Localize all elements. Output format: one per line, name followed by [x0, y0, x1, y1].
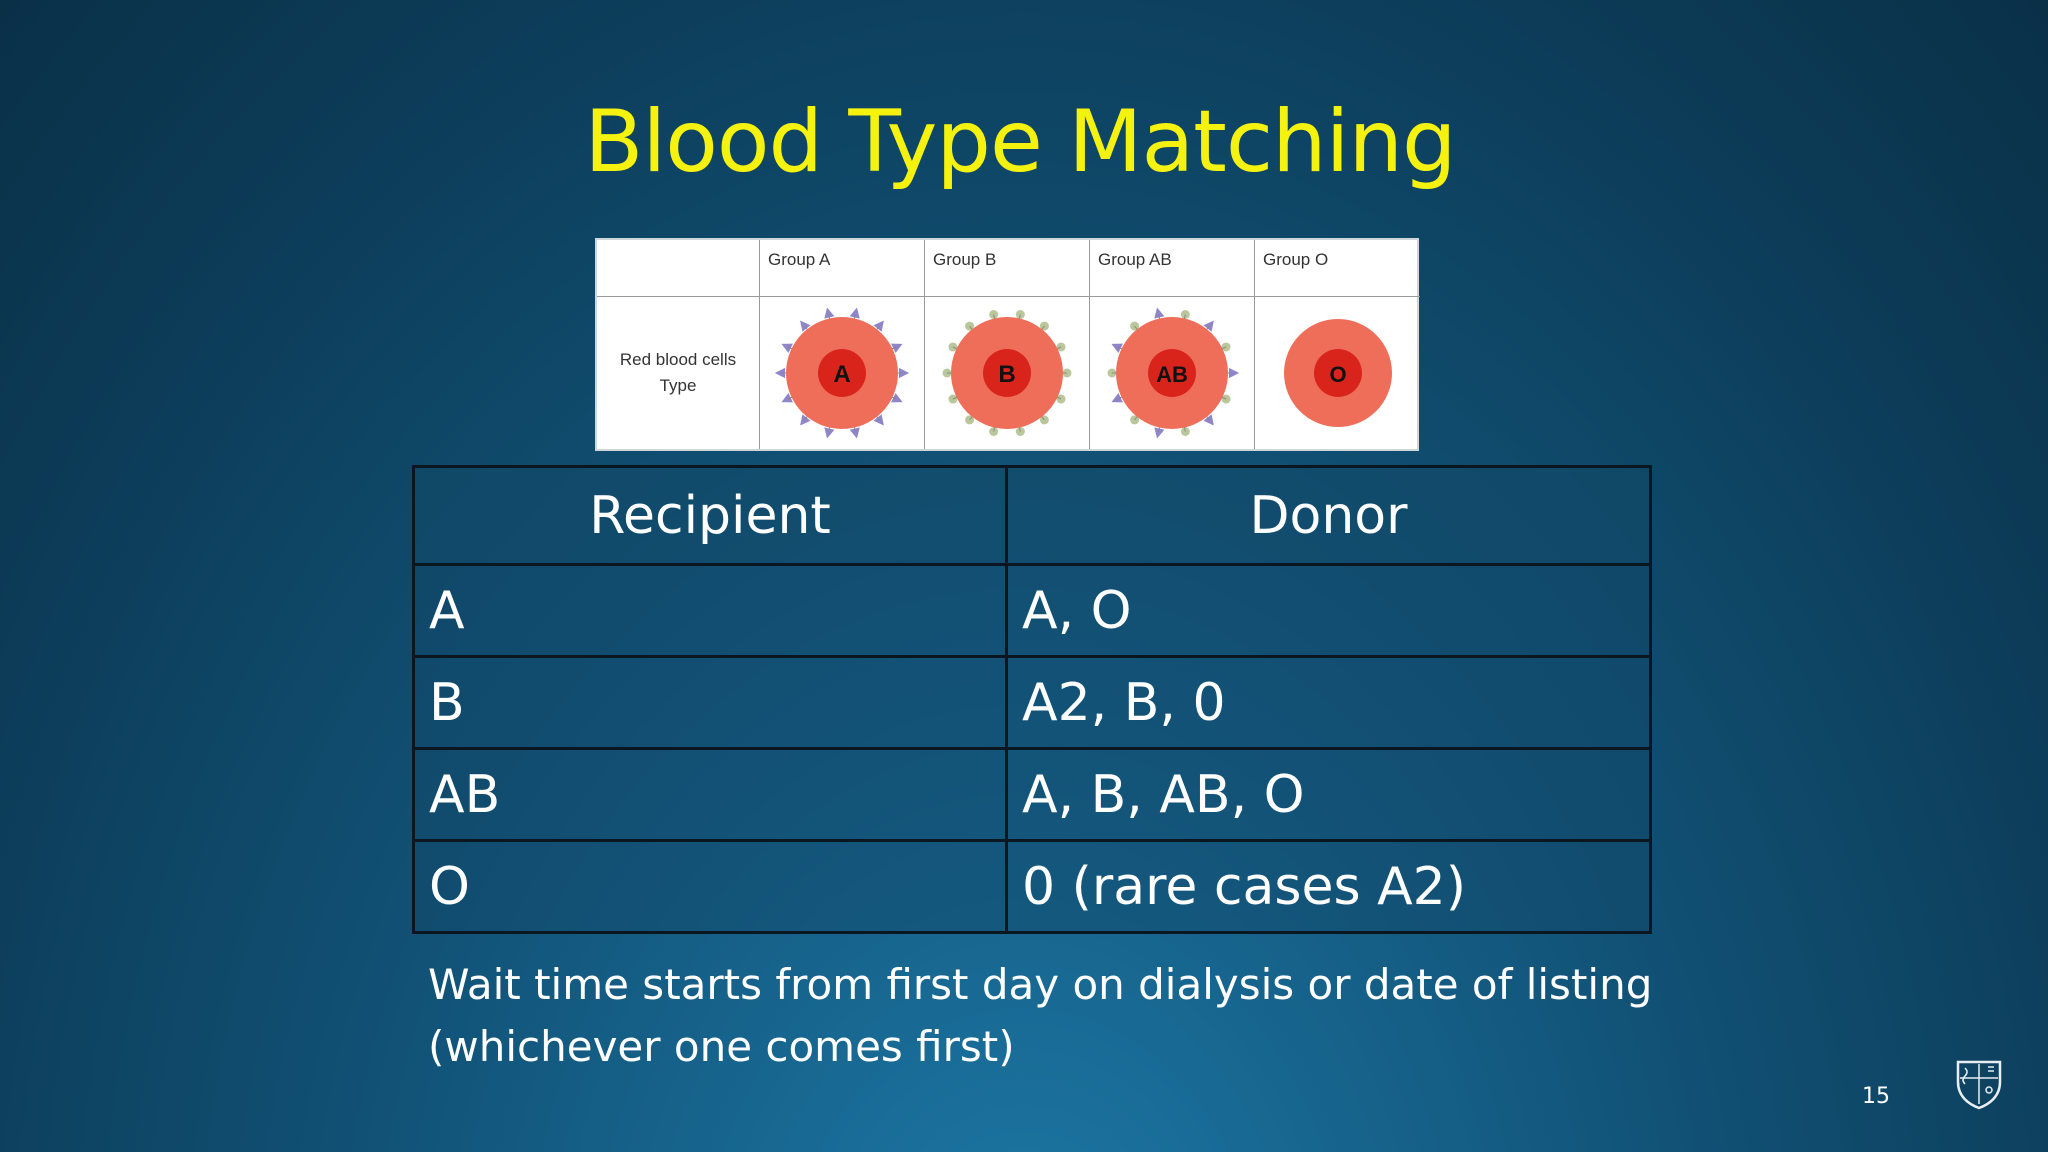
cell-group-ab: AB — [1090, 297, 1255, 449]
cell-letter: B — [998, 361, 1015, 388]
antigen-marker — [1228, 367, 1240, 379]
row-label-line1: Red blood cells — [619, 350, 737, 369]
cell-letter: O — [1329, 362, 1346, 387]
wait-time-line2: (whichever one comes first) — [428, 1022, 1015, 1071]
antigen-marker — [781, 343, 793, 353]
antigens — [942, 310, 1072, 436]
cell-group-o: O — [1255, 297, 1420, 449]
antigen-marker — [800, 320, 811, 332]
antigen-marker — [800, 414, 811, 426]
table-row: AB A, B, AB, O — [412, 747, 1652, 842]
red-blood-cell-b-icon: B — [942, 310, 1072, 436]
compatibility-table: Recipient Donor A A, O B A2, B, 0 AB A, … — [412, 465, 1652, 934]
group-o-header: Group O — [1255, 240, 1420, 297]
donor-cell: A2, B, 0 — [1005, 655, 1652, 750]
table-header-row: Recipient Donor — [412, 465, 1652, 566]
cell-letter: A — [833, 361, 850, 388]
shield-logo-icon — [1956, 1060, 2002, 1110]
header-recipient: Recipient — [412, 465, 1008, 566]
red-blood-cell-o-icon: O — [1283, 319, 1392, 427]
antigen-marker — [1180, 310, 1190, 320]
wait-time-line1: Wait time starts from first day on dialy… — [428, 960, 1653, 1009]
antigen-marker — [1203, 414, 1214, 426]
recipient-cell: A — [412, 563, 1008, 658]
group-ab-header: Group AB — [1090, 240, 1255, 297]
red-blood-cell-a-icon: A — [774, 307, 910, 439]
antigen-marker — [1111, 393, 1123, 403]
antigen-marker — [849, 307, 860, 319]
antigen-marker — [1111, 343, 1123, 353]
red-blood-cell-ab-icon: AB — [1107, 307, 1240, 439]
recipient-cell: B — [412, 655, 1008, 750]
antigen-marker — [1154, 307, 1165, 319]
blood-cells-figure: Group A Group B Group AB Group O Red blo… — [595, 238, 1420, 451]
recipient-cell: O — [412, 839, 1008, 934]
group-a-header: Group A — [760, 240, 925, 297]
antigen-marker — [824, 427, 835, 439]
cell-group-a: A — [760, 297, 925, 449]
antigen-marker — [891, 393, 903, 403]
slide-title: Blood Type Matching — [584, 92, 1456, 192]
donor-cell: A, B, AB, O — [1005, 747, 1652, 842]
antigen-marker — [824, 307, 835, 319]
group-b-header: Group B — [925, 240, 1090, 297]
wait-time-note: Wait time starts from first day on dialy… — [428, 954, 1728, 1078]
page-number: 15 — [1862, 1084, 1890, 1109]
table-row: B A2, B, 0 — [412, 655, 1652, 750]
antigen-marker — [1203, 320, 1214, 332]
table-row: O 0 (rare cases A2) — [412, 839, 1652, 934]
antigen-marker — [873, 414, 884, 426]
table-row: A A, O — [412, 563, 1652, 658]
cell-letter: AB — [1156, 362, 1188, 387]
antigen-marker — [898, 367, 910, 379]
header-donor: Donor — [1005, 465, 1652, 566]
figure-corner-cell — [597, 240, 760, 297]
antigen-marker — [1154, 427, 1165, 439]
antigen-marker — [781, 393, 793, 403]
donor-cell: 0 (rare cases A2) — [1005, 839, 1652, 934]
antigen-marker — [873, 320, 884, 332]
row-label: Red blood cells Type — [597, 297, 760, 449]
cell-group-b: B — [925, 297, 1090, 449]
row-label-line2: Type — [659, 376, 697, 395]
recipient-cell: AB — [412, 747, 1008, 842]
antigen-marker — [849, 427, 860, 439]
antigen-marker — [774, 367, 786, 379]
antigen-marker — [1015, 310, 1025, 320]
antigen-marker — [891, 343, 903, 353]
donor-cell: A, O — [1005, 563, 1652, 658]
